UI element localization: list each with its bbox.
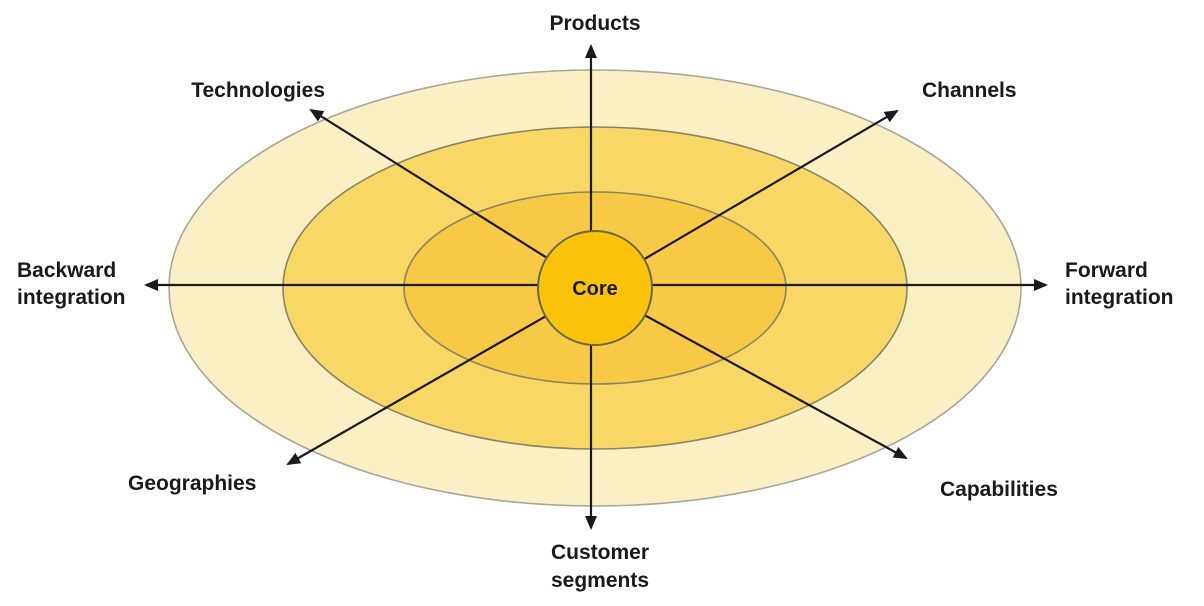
geographies-label: Geographies bbox=[128, 472, 256, 495]
channels-label: Channels bbox=[922, 79, 1017, 102]
technologies-label: Technologies bbox=[191, 79, 325, 102]
capabilities-arrow bbox=[594, 287, 908, 459]
core-circle bbox=[537, 230, 653, 346]
channels-arrow bbox=[594, 109, 899, 289]
capabilities-label: Capabilities bbox=[940, 478, 1058, 501]
products-label: Products bbox=[549, 12, 640, 35]
geographies-arrow bbox=[286, 287, 596, 465]
core-label: Core bbox=[572, 278, 618, 300]
